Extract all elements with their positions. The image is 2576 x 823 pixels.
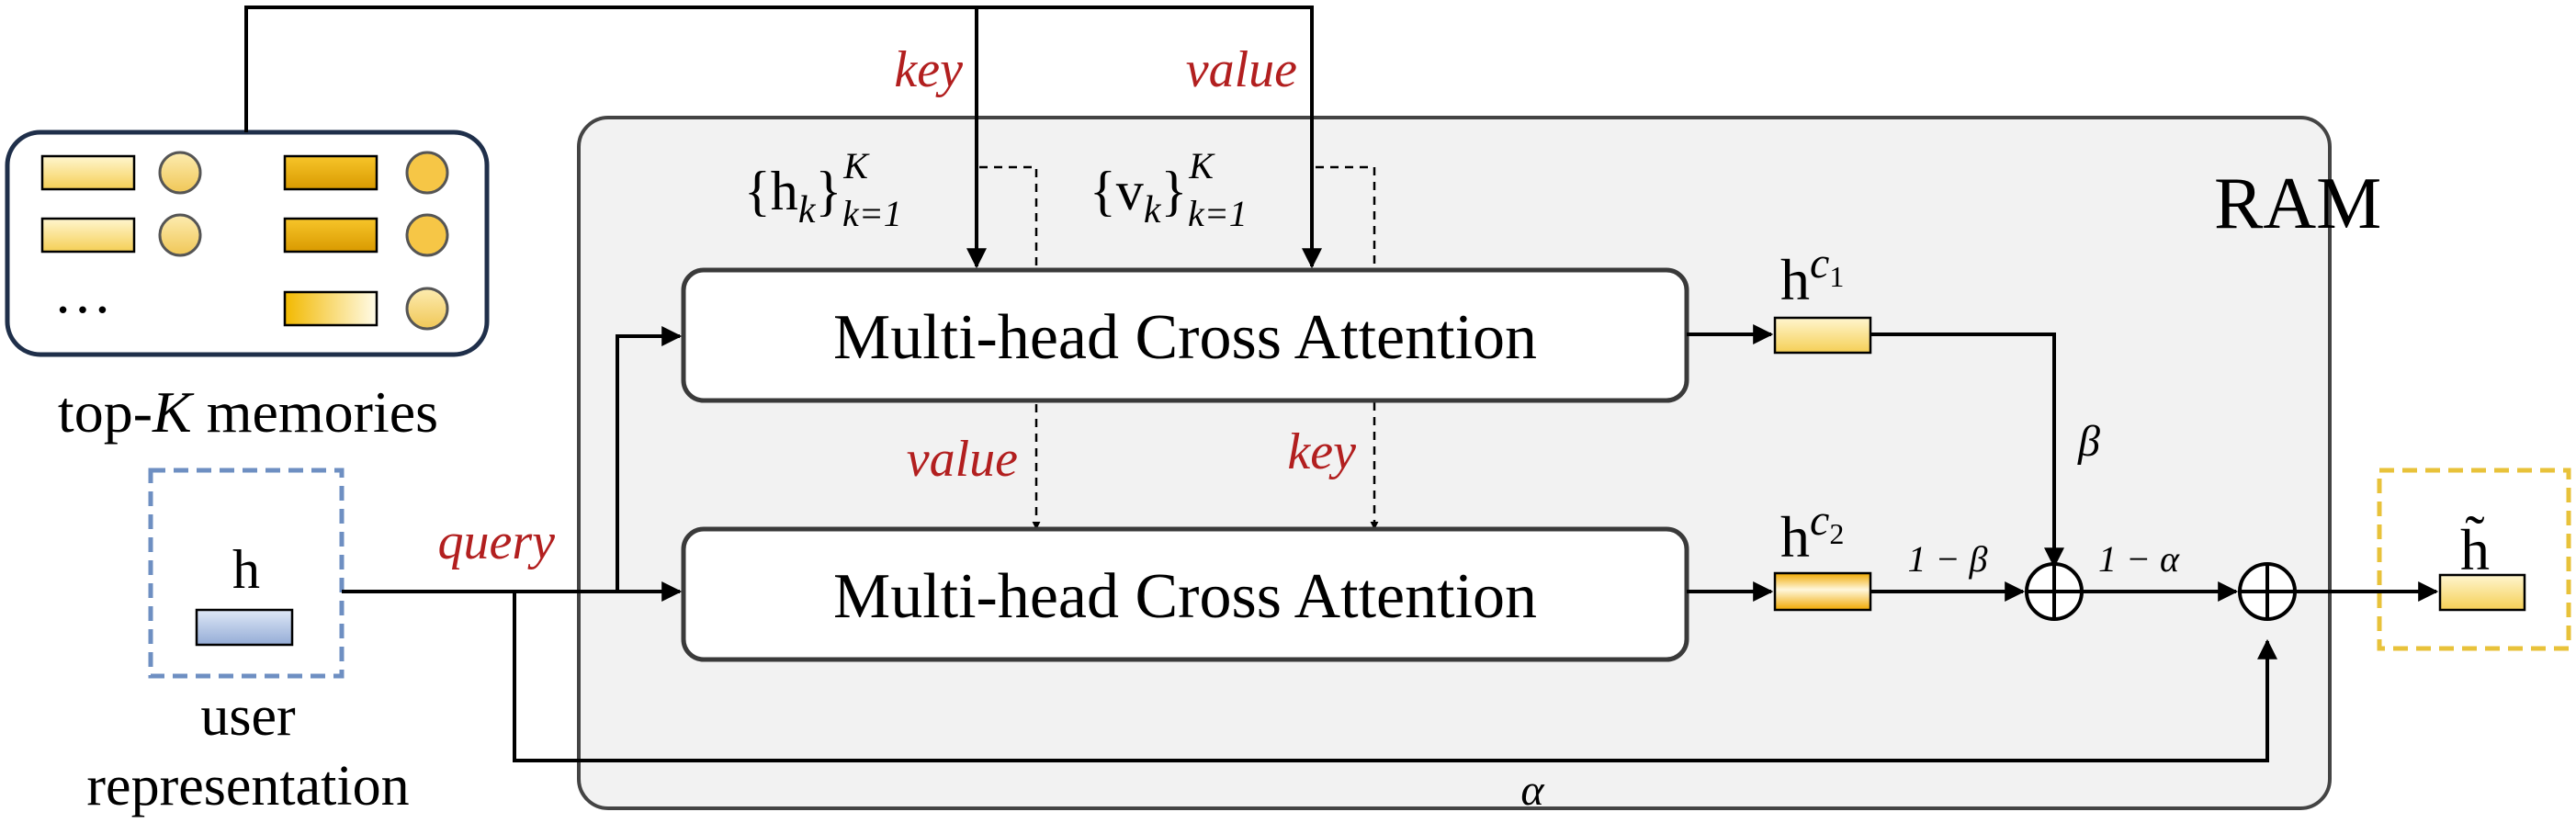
one-minus-beta-label: 1 − β [1908, 538, 1988, 580]
sum-node-alpha [2238, 562, 2297, 621]
memory-caption: top-K memories [58, 379, 438, 445]
value-label-mid: value [907, 431, 1018, 488]
user-vector-bar [195, 608, 294, 647]
query-branch-top [616, 326, 683, 592]
final-output-symbol: h̃ [2460, 516, 2490, 582]
hc2-vector [1773, 571, 1872, 612]
memory-ellipsis: … [53, 260, 112, 325]
cross-attention-bottom [681, 526, 1689, 662]
dashed-key-line [1316, 165, 1379, 530]
cross-attention-top-label: Multi-head Cross Attention [833, 302, 1537, 373]
user-caption-line2: representation [86, 755, 409, 817]
beta-label: β [2077, 417, 2100, 466]
memory-value-circle [158, 151, 202, 195]
value-label-top: value [1186, 41, 1297, 98]
user-representation-box [148, 468, 345, 679]
memory-panel: … [5, 130, 490, 357]
memory-key-bar [283, 154, 378, 191]
hc2-label: hc2 [1780, 496, 1844, 569]
memory-key-bar [40, 154, 136, 191]
alpha-label: α [1520, 766, 1544, 815]
user-caption-line1: user [200, 685, 296, 748]
memory-value-circle [158, 213, 202, 257]
beta-line [1870, 333, 2064, 569]
final-output-box [2377, 468, 2571, 651]
key-label-mid: key [1287, 423, 1356, 480]
dashed-value-line [979, 165, 1041, 530]
query-label: query [437, 513, 555, 570]
memory-feed-line [244, 6, 987, 269]
value-feed-line [977, 6, 1322, 269]
memory-key-bar [283, 217, 378, 254]
memory-key-bar [40, 217, 136, 254]
user-symbol: h [232, 539, 260, 600]
sum-node-beta [2025, 562, 2084, 621]
hc1-label: hc1 [1780, 239, 1844, 312]
cross-attention-bottom-label: Multi-head Cross Attention [833, 561, 1537, 632]
memory-value-circle [405, 287, 449, 331]
one-minus-alpha-label: 1 − α [2098, 538, 2180, 580]
memory-key-bar [283, 290, 378, 327]
key-label-top: key [894, 41, 963, 98]
final-output-vector [2438, 573, 2526, 612]
memory-value-circle [405, 151, 449, 195]
memory-value-circle [405, 213, 449, 257]
hc1-vector [1773, 316, 1872, 355]
ram-label: RAM [2214, 163, 2381, 244]
residual-line [513, 592, 2277, 762]
